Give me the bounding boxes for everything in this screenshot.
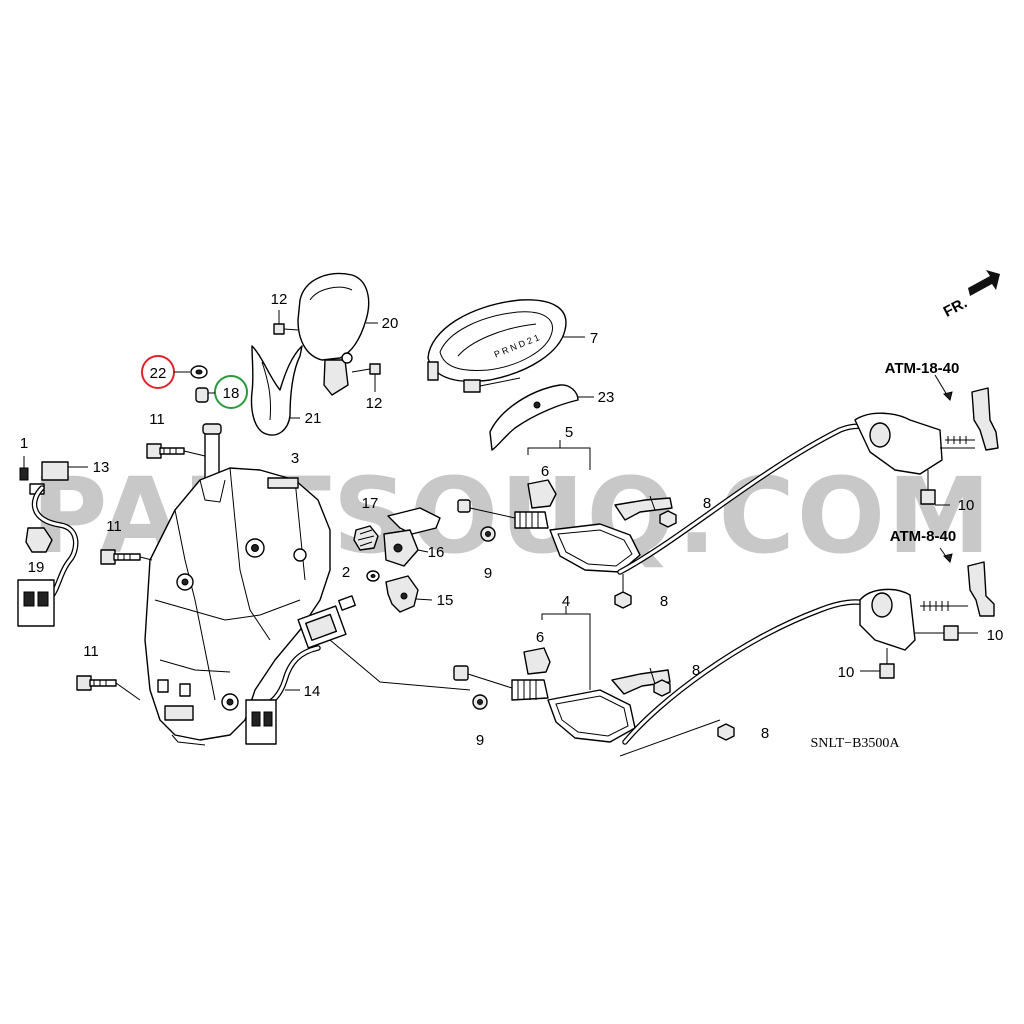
harness-13: [29, 461, 88, 601]
nut-9-upper: [480, 526, 496, 542]
callout-3: 3: [291, 450, 299, 467]
callout-13: 13: [93, 459, 110, 476]
nut-8-b: [614, 574, 632, 609]
callout-7: 7: [590, 330, 598, 347]
clip-6-upper: [527, 479, 557, 509]
solenoid-bracket-16: [383, 507, 441, 567]
washer-22: [190, 365, 208, 379]
callout-6-lower: 6: [536, 629, 544, 646]
bolt-11-middle: [100, 549, 153, 565]
bolt-10-lower: [860, 648, 895, 679]
callout-8-d: 8: [761, 725, 769, 742]
callout-20: 20: [382, 315, 399, 332]
cable-assembly-4: [329, 599, 871, 757]
bolt-10-upper: [920, 470, 950, 506]
bolt-11-lower: [76, 675, 141, 701]
shift-lever-assembly: [144, 423, 331, 746]
callout-15: 15: [437, 592, 454, 609]
callout-12-lower: 12: [366, 395, 383, 412]
callout-17: 17: [362, 495, 379, 512]
callout-2: 2: [342, 564, 350, 581]
shift-knob-20: [297, 272, 378, 396]
callout-8-a: 8: [703, 495, 711, 512]
callout-11-upper: 11: [149, 411, 165, 428]
bolt-1: [19, 456, 29, 481]
callout-10-lower: 10: [838, 664, 855, 681]
diagram-code: SNLT−B3500A: [810, 736, 900, 751]
callout-9-upper: 9: [484, 565, 492, 582]
reference-atm-18-40: ATM-18-40: [885, 360, 960, 377]
callout-12-upper: 12: [271, 291, 288, 308]
lever-15: [385, 575, 433, 613]
callout-8-c: 8: [692, 662, 700, 679]
connector-19: [17, 527, 55, 627]
washer-2: [366, 570, 380, 582]
callout-10-middle: 10: [987, 627, 1004, 644]
callout-21: 21: [305, 410, 322, 427]
callout-10-upper: 10: [958, 497, 975, 514]
spring-17: [353, 525, 379, 551]
callout-16: 16: [428, 544, 445, 561]
callout-6-upper: 6: [541, 463, 549, 480]
callout-5: 5: [565, 424, 573, 441]
callout-8-b: 8: [660, 593, 668, 610]
reference-atm-8-40: ATM-8-40: [890, 528, 956, 545]
screw-12-lower: [351, 363, 381, 392]
callout-14: 14: [304, 683, 321, 700]
callout-18: 18: [223, 385, 240, 402]
callout-9-lower: 9: [476, 732, 484, 749]
bolt-10-middle: [915, 625, 978, 641]
callout-11-lower: 11: [83, 643, 99, 660]
spacer-18: [195, 387, 209, 403]
callout-4: 4: [562, 593, 570, 610]
bolt-11-upper: [146, 443, 206, 459]
shift-indicator-panel-7: P R N D 2 1: [427, 299, 585, 393]
callout-23: 23: [598, 389, 615, 406]
nut-8-a: [659, 510, 677, 528]
transmission-end-upper: [854, 374, 999, 475]
indicator-cover-23: [489, 384, 594, 451]
transmission-end-lower: [859, 547, 995, 651]
front-direction-arrow: FR.: [941, 270, 1000, 321]
lever-boot-21: [250, 345, 303, 436]
screw-12-upper: [273, 310, 299, 335]
callout-11-middle: 11: [106, 518, 122, 535]
callout-22: 22: [150, 365, 167, 382]
nut-9-lower: [472, 694, 488, 710]
nut-8-c: [653, 679, 671, 697]
callout-19: 19: [28, 559, 45, 576]
highlight-circle-18: [214, 375, 248, 409]
solenoid-harness-14: [245, 595, 356, 745]
callout-1: 1: [20, 435, 28, 452]
nut-8-d: [717, 723, 735, 741]
clip-6-lower: [523, 647, 551, 675]
front-direction-label: FR.: [941, 294, 970, 320]
